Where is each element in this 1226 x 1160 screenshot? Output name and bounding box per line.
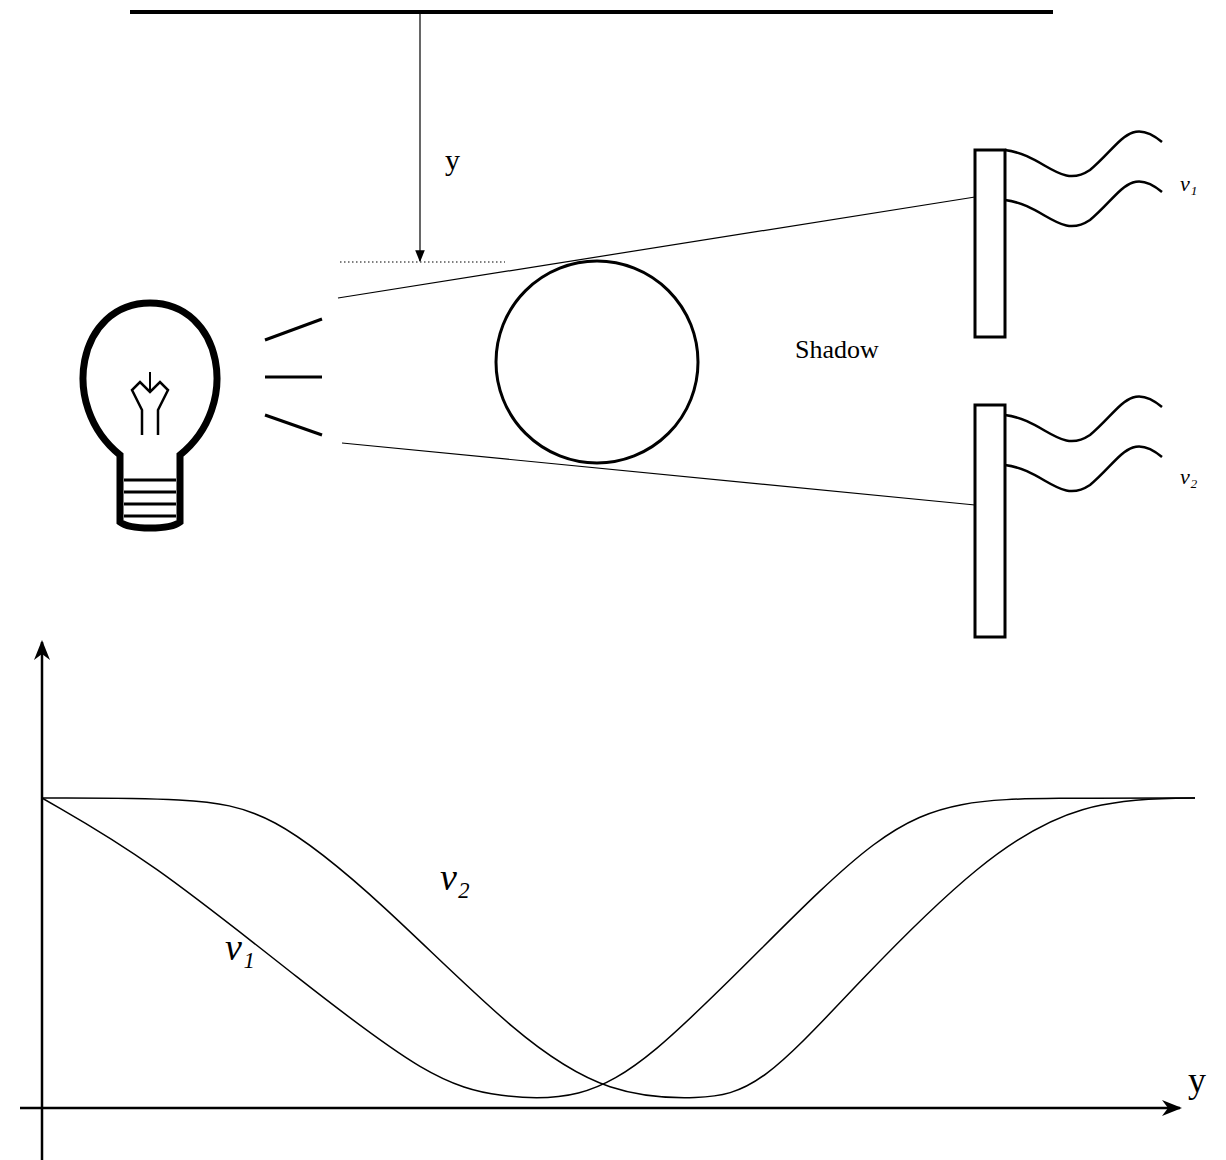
reference-line bbox=[130, 10, 1053, 14]
ray-upper bbox=[338, 197, 975, 298]
detector-2 bbox=[975, 405, 1005, 637]
axis-label: y bbox=[1188, 1062, 1206, 1098]
detector-wires bbox=[1005, 131, 1162, 491]
signal-curve bbox=[42, 798, 1195, 1098]
vertical-axis bbox=[41, 642, 44, 1160]
region-label: Shadow bbox=[795, 337, 879, 363]
opaque-ball bbox=[496, 261, 698, 463]
detector-1 bbox=[975, 150, 1005, 337]
horizontal-axis bbox=[20, 1107, 1180, 1110]
curve-label: v₂ bbox=[440, 858, 470, 896]
ray-lower bbox=[342, 443, 975, 505]
y-arrow bbox=[419, 12, 420, 261]
dotted-level bbox=[340, 261, 505, 262]
signal-name: v₂ bbox=[1180, 466, 1197, 488]
signal-curve bbox=[42, 798, 1195, 1098]
light-rays bbox=[265, 319, 322, 435]
curve-label: v₁ bbox=[225, 928, 255, 966]
signal-name: v₁ bbox=[1180, 173, 1197, 195]
y-label: y bbox=[445, 145, 460, 175]
light-bulb bbox=[83, 303, 217, 528]
